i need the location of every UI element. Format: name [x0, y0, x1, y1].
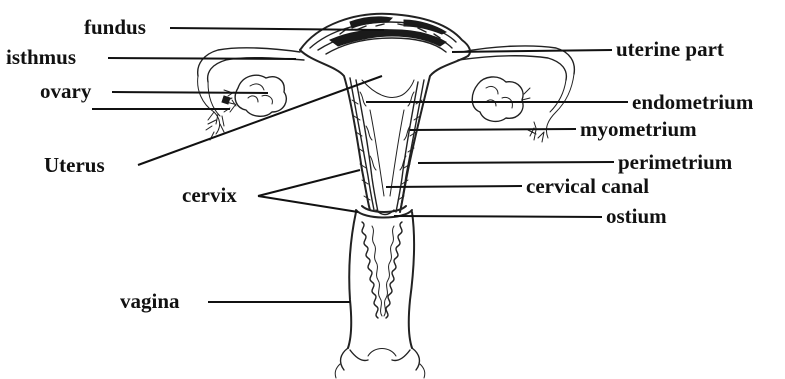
label-uterus: Uterus	[44, 153, 105, 177]
perimetrium-leader	[418, 162, 614, 163]
label-endometrium: endometrium	[632, 90, 754, 114]
uterine-part-leader	[452, 50, 612, 52]
cervix-leader-upper	[258, 170, 360, 196]
anatomy-drawing	[198, 14, 575, 378]
label-cervix: cervix	[182, 183, 237, 207]
label-perimetrium: perimetrium	[618, 150, 733, 174]
myometrium-leader	[410, 129, 576, 130]
fundus-shape	[300, 14, 470, 56]
label-fundus: fundus	[84, 15, 146, 39]
right-fallopian-tube	[458, 46, 574, 142]
vagina-shape	[335, 212, 425, 378]
uterus-leader	[138, 76, 382, 165]
cervix-leader-lower	[258, 196, 358, 212]
label-myometrium: myometrium	[580, 117, 697, 141]
left-ovary-shape	[222, 75, 286, 116]
cervical-canal-leader	[386, 186, 522, 187]
left-fallopian-tube	[198, 48, 304, 140]
label-vagina: vagina	[120, 289, 180, 313]
labels: fundus isthmus ovary Uterus cervix vagin…	[6, 15, 754, 313]
ovary-leader	[112, 92, 268, 93]
ostium-leader	[394, 216, 602, 217]
label-ovary: ovary	[40, 79, 92, 103]
isthmus-leader	[108, 58, 296, 59]
right-ovary-shape	[472, 77, 530, 121]
uterine-body	[300, 50, 468, 212]
leader-lines	[92, 28, 628, 302]
label-isthmus: isthmus	[6, 45, 76, 69]
label-uterine-part: uterine part	[616, 37, 724, 61]
label-cervical-canal: cervical canal	[526, 174, 649, 198]
label-ostium: ostium	[606, 204, 667, 228]
